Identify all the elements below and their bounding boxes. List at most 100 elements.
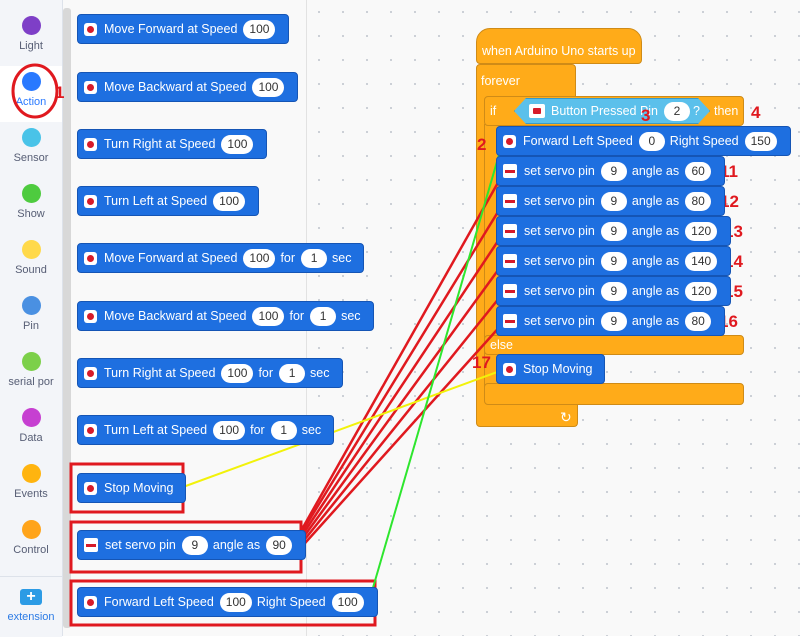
- value-input[interactable]: 120: [685, 221, 718, 241]
- block-text: Move Backward at Speed: [104, 80, 247, 94]
- block-text: Turn Right at Speed: [104, 366, 216, 380]
- block-text: Move Backward at Speed: [104, 309, 247, 323]
- servo-icon: [503, 314, 517, 328]
- cat-sensor[interactable]: Sensor: [0, 122, 62, 178]
- value-input[interactable]: 80: [685, 311, 712, 331]
- stop-moving-block[interactable]: Stop Moving: [496, 354, 606, 384]
- cat-pin-label: Pin: [23, 320, 39, 332]
- cat-action-dot-icon: [21, 72, 41, 91]
- condition-pin-input[interactable]: 2: [664, 102, 690, 121]
- value-input[interactable]: 1: [279, 363, 306, 383]
- value-input[interactable]: 1: [310, 306, 337, 326]
- value-input[interactable]: 80: [685, 191, 712, 211]
- palette-move-backward[interactable]: Move Backward at Speed 100: [77, 72, 299, 102]
- block-text: for: [289, 309, 305, 323]
- value-input[interactable]: 100: [219, 592, 252, 612]
- block-text: Turn Left at Speed: [104, 423, 208, 437]
- cat-sound[interactable]: Sound: [0, 234, 62, 290]
- palette-turn-right[interactable]: Turn Right at Speed 100: [77, 129, 268, 159]
- palette-scrollbar[interactable]: [63, 8, 71, 628]
- servo-icon: [503, 284, 517, 298]
- block-text: angle as: [212, 538, 261, 552]
- value-input[interactable]: 120: [685, 281, 718, 301]
- block-text: Stop Moving: [104, 481, 174, 495]
- value-input[interactable]: 100: [331, 592, 364, 612]
- extension-button[interactable]: + extension: [0, 576, 62, 637]
- value-input[interactable]: 9: [600, 281, 627, 301]
- value-input[interactable]: 100: [213, 420, 246, 440]
- cat-action[interactable]: Action: [0, 66, 62, 122]
- palette-stop-moving[interactable]: Stop Moving: [77, 473, 187, 503]
- block-text: set servo pin: [524, 164, 595, 178]
- value-input[interactable]: 100: [243, 19, 276, 39]
- value-input[interactable]: 100: [213, 191, 246, 211]
- value-input[interactable]: 100: [243, 248, 276, 268]
- value-input[interactable]: 1: [270, 420, 297, 440]
- add-extension-icon: +: [20, 589, 42, 605]
- value-input[interactable]: 90: [266, 535, 293, 555]
- value-input[interactable]: 9: [600, 161, 627, 181]
- when-uno-starts-hat-block[interactable]: when Arduino Uno starts up: [476, 28, 642, 64]
- value-input[interactable]: 9: [600, 221, 627, 241]
- servo-icon: [84, 538, 98, 552]
- value-input[interactable]: 1: [301, 248, 328, 268]
- extension-label: extension: [7, 611, 55, 623]
- block-text: Forward Left Speed: [104, 595, 214, 609]
- servo-icon: [503, 254, 517, 268]
- block-text: sec: [332, 251, 352, 265]
- value-input[interactable]: 150: [744, 131, 777, 151]
- cat-control[interactable]: Control: [0, 514, 62, 570]
- block-text: for: [258, 366, 274, 380]
- value-input[interactable]: 9: [181, 535, 208, 555]
- value-input[interactable]: 100: [221, 363, 254, 383]
- servo-icon: [503, 194, 517, 208]
- value-input[interactable]: 9: [600, 191, 627, 211]
- block-text: Turn Right at Speed: [104, 137, 216, 151]
- cat-events[interactable]: Events: [0, 458, 62, 514]
- device-icon: [84, 423, 97, 437]
- device-icon: [84, 194, 97, 208]
- value-input[interactable]: 140: [685, 251, 718, 271]
- cat-show-label: Show: [17, 208, 45, 220]
- cat-serial-port[interactable]: serial por: [0, 346, 62, 402]
- device-icon: [84, 595, 97, 609]
- value-input[interactable]: 0: [638, 131, 665, 151]
- block-text: Move Forward at Speed: [104, 22, 238, 36]
- repeat-arrow-icon: ↻: [560, 409, 572, 425]
- palette-turn-left-for[interactable]: Turn Left at Speed 100 for 1 sec: [77, 415, 335, 445]
- cat-pin[interactable]: Pin: [0, 290, 62, 346]
- block-text: for: [250, 423, 265, 437]
- palette-move-forward[interactable]: Move Forward at Speed 100: [77, 14, 290, 44]
- cat-light[interactable]: Light: [0, 10, 62, 66]
- device-icon: [84, 366, 97, 380]
- then-label: then: [714, 104, 739, 118]
- block-text: sec: [301, 423, 322, 437]
- block-text: set servo pin: [524, 254, 595, 268]
- cat-show[interactable]: Show: [0, 178, 62, 234]
- cat-sensor-label: Sensor: [13, 152, 49, 164]
- value-input[interactable]: 100: [252, 77, 285, 97]
- cat-data[interactable]: Data: [0, 402, 62, 458]
- servo-icon: [503, 164, 517, 178]
- value-input[interactable]: 60: [685, 161, 712, 181]
- block-text: Turn Left at Speed: [104, 194, 208, 208]
- button-pressed-condition[interactable]: Button Pressed Pin 2 ?: [514, 98, 710, 124]
- palette-turn-left[interactable]: Turn Left at Speed 100: [77, 186, 260, 216]
- value-input[interactable]: 9: [600, 251, 627, 271]
- value-input[interactable]: 100: [252, 306, 285, 326]
- value-input[interactable]: 9: [600, 311, 627, 331]
- value-input[interactable]: 100: [221, 134, 254, 154]
